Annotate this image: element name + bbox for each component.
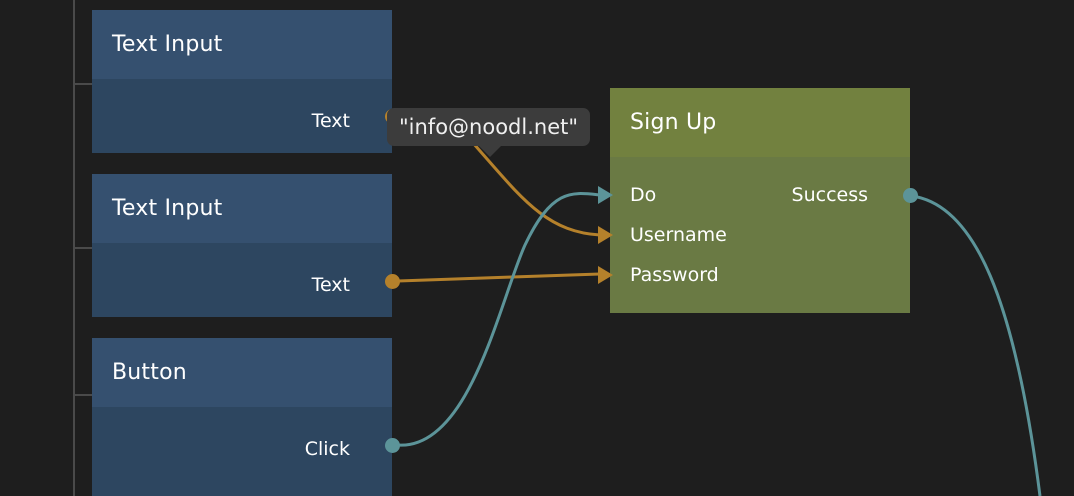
port-text-input-2-text-out[interactable] xyxy=(385,274,400,289)
rail-stub-button-1 xyxy=(73,394,93,396)
node-header[interactable]: Sign Up xyxy=(610,88,910,157)
port-sign-up-do-in[interactable] xyxy=(598,186,613,204)
tooltip-tail-icon xyxy=(479,146,501,157)
node-button-1[interactable]: Button Click xyxy=(92,338,392,496)
wire-success-out xyxy=(911,194,1042,496)
node-header[interactable]: Text Input xyxy=(92,174,392,243)
port-label-username-input[interactable]: Username xyxy=(630,224,727,246)
port-sign-up-password-in[interactable] xyxy=(598,266,613,284)
rail-stub-text-input-1 xyxy=(73,83,93,85)
port-label-password-input[interactable]: Password xyxy=(630,264,719,286)
port-label-text-output[interactable]: Text xyxy=(311,274,350,296)
port-value-tooltip: "info@noodl.net" xyxy=(387,108,590,157)
node-text-input-1[interactable]: Text Input Text xyxy=(92,10,392,153)
node-title: Text Input xyxy=(112,196,223,221)
port-value-tooltip-text: "info@noodl.net" xyxy=(399,115,579,139)
node-body: Do Username Password Success xyxy=(610,157,910,313)
port-button-1-click-out[interactable] xyxy=(385,438,400,453)
port-label-text-output[interactable]: Text xyxy=(311,110,350,132)
node-text-input-2[interactable]: Text Input Text xyxy=(92,174,392,317)
port-sign-up-success-out[interactable] xyxy=(903,188,918,203)
node-body: Text xyxy=(92,243,392,317)
node-header[interactable]: Button xyxy=(92,338,392,407)
port-label-do-input[interactable]: Do xyxy=(630,184,657,206)
rail-stub-text-input-2 xyxy=(73,247,93,249)
node-header[interactable]: Text Input xyxy=(92,10,392,79)
node-body: Click xyxy=(92,407,392,496)
node-title: Button xyxy=(112,360,187,385)
node-body: Text xyxy=(92,79,392,153)
node-sign-up[interactable]: Sign Up Do Username Password Success xyxy=(610,88,910,313)
port-label-click-output[interactable]: Click xyxy=(304,438,350,460)
wire-click-to-do xyxy=(397,192,601,447)
port-sign-up-username-in[interactable] xyxy=(598,226,613,244)
node-title: Sign Up xyxy=(630,110,717,135)
wire-text2-to-password xyxy=(397,272,601,283)
port-label-success-output[interactable]: Success xyxy=(791,184,868,206)
node-title: Text Input xyxy=(112,32,223,57)
